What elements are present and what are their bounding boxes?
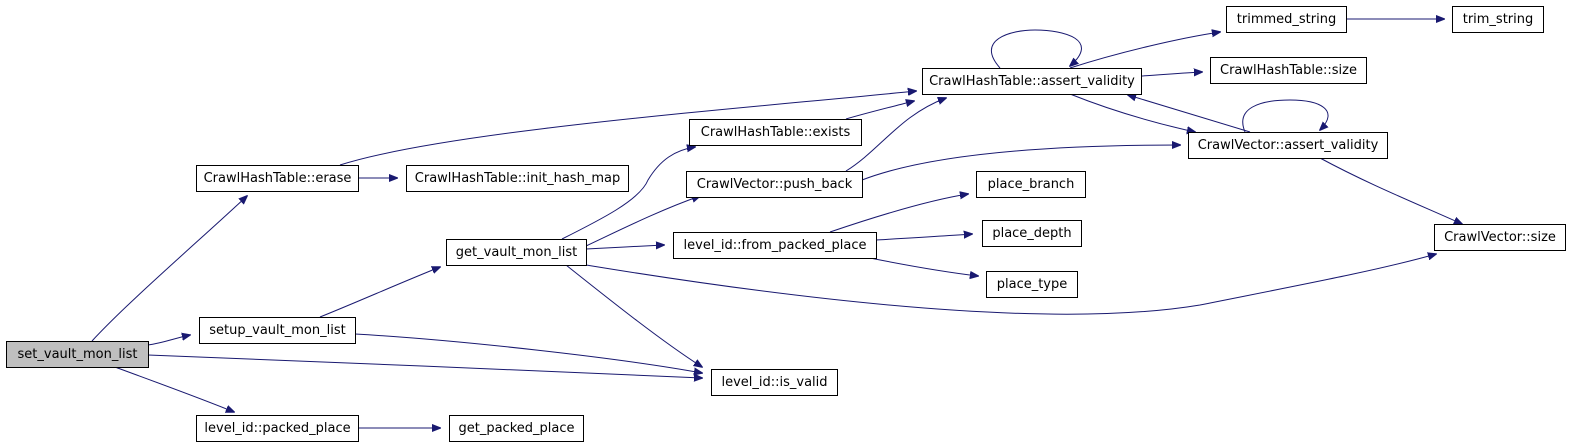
node-vec_push_back[interactable]: CrawlVector::push_back	[686, 171, 863, 198]
node-ht_size[interactable]: CrawlHashTable::size	[1210, 57, 1367, 84]
node-lid_packed_place[interactable]: level_id::packed_place	[196, 415, 359, 442]
node-box	[689, 119, 862, 146]
node-vec_size[interactable]: CrawlVector::size	[1434, 224, 1566, 251]
node-label: place_branch	[988, 177, 1075, 192]
node-label: CrawlHashTable::erase	[204, 171, 352, 186]
edge-get_vault_mon_list-to-lid_is_valid	[565, 264, 702, 367]
node-vec_assert_validity[interactable]: CrawlVector::assert_validity	[1188, 132, 1388, 159]
node-trimmed_string[interactable]: trimmed_string	[1226, 6, 1347, 33]
node-box	[6, 341, 149, 368]
node-label: level_id::packed_place	[204, 421, 350, 436]
node-label: level_id::is_valid	[721, 375, 827, 390]
node-place_type[interactable]: place_type	[986, 271, 1078, 298]
edge-vec_push_back-to-vec_assert_validity	[861, 145, 1180, 181]
node-label: trim_string	[1463, 12, 1534, 27]
node-ht_exists[interactable]: CrawlHashTable::exists	[689, 119, 862, 146]
node-box	[1452, 6, 1544, 33]
node-label: place_depth	[992, 226, 1071, 241]
edge-vec_assert_validity-to-ht_assert_validity	[1128, 95, 1251, 133]
edge-lid_from_packed_place-to-place_branch	[829, 194, 968, 233]
node-get_packed_place[interactable]: get_packed_place	[449, 415, 584, 442]
node-place_depth[interactable]: place_depth	[982, 220, 1082, 247]
node-ht_assert_validity[interactable]: CrawlHashTable::assert_validity	[922, 68, 1142, 95]
node-box	[686, 171, 863, 198]
node-box	[1434, 224, 1566, 251]
node-box	[711, 369, 838, 396]
edge-ht_assert_validity-to-ht_assert_validity	[991, 29, 1082, 69]
node-label: get_vault_mon_list	[456, 245, 577, 260]
node-box	[673, 232, 877, 259]
node-box	[446, 239, 587, 266]
edge-set_vault_mon_list-to-lid_is_valid	[147, 354, 702, 378]
edge-lid_from_packed_place-to-place_type	[869, 257, 978, 276]
edge-set_vault_mon_list-to-lid_packed_place	[114, 366, 234, 412]
node-label: CrawlVector::push_back	[697, 177, 853, 192]
node-label: get_packed_place	[458, 421, 574, 436]
node-lid_from_packed_place[interactable]: level_id::from_packed_place	[673, 232, 877, 259]
edge-setup_vault_mon_list-to-lid_is_valid	[354, 333, 702, 373]
node-lid_is_valid[interactable]: level_id::is_valid	[711, 369, 838, 396]
node-box	[406, 165, 629, 192]
edge-setup_vault_mon_list-to-get_vault_mon_list	[319, 267, 440, 318]
node-box	[1226, 6, 1347, 33]
node-init_hash_map[interactable]: CrawlHashTable::init_hash_map	[406, 165, 629, 192]
node-erase[interactable]: CrawlHashTable::erase	[196, 165, 359, 192]
node-label: CrawlVector::assert_validity	[1198, 138, 1379, 153]
node-label: CrawlHashTable::size	[1220, 63, 1357, 78]
node-label: trimmed_string	[1237, 12, 1336, 27]
node-box	[922, 68, 1142, 95]
node-box	[1210, 57, 1367, 84]
edge-get_vault_mon_list-to-vec_push_back	[585, 196, 700, 247]
node-box	[196, 165, 359, 192]
nodes-layer: set_vault_mon_list CrawlHashTable::erases…	[6, 6, 1566, 442]
node-place_branch[interactable]: place_branch	[976, 171, 1086, 198]
node-set_vault_mon_list[interactable]: set_vault_mon_list	[6, 341, 149, 368]
edge-ht_assert_validity-to-trimmed_string	[1069, 32, 1220, 69]
edge-vec_assert_validity-to-vec_assert_validity	[1242, 99, 1328, 133]
node-label: CrawlHashTable::assert_validity	[929, 74, 1135, 89]
edge-vec_assert_validity-to-vec_size	[1319, 157, 1462, 224]
node-box	[199, 317, 356, 344]
edge-set_vault_mon_list-to-setup_vault_mon_list	[147, 335, 190, 346]
edge-ht_exists-to-ht_assert_validity	[845, 101, 914, 120]
node-box	[1188, 132, 1388, 159]
edge-get_vault_mon_list-to-lid_from_packed_place	[585, 245, 664, 249]
node-label: CrawlHashTable::exists	[701, 125, 851, 140]
node-label: CrawlVector::size	[1444, 230, 1556, 245]
node-box	[982, 220, 1082, 247]
node-setup_vault_mon_list[interactable]: setup_vault_mon_list	[199, 317, 356, 344]
node-label: place_type	[997, 277, 1068, 292]
node-box	[986, 271, 1078, 298]
node-label: CrawlHashTable::init_hash_map	[415, 171, 620, 186]
edges-layer	[91, 19, 1462, 428]
node-label: level_id::from_packed_place	[684, 238, 867, 253]
node-box	[976, 171, 1086, 198]
node-box	[196, 415, 359, 442]
node-label: set_vault_mon_list	[18, 347, 138, 362]
edge-ht_assert_validity-to-ht_size	[1140, 72, 1202, 76]
node-label: setup_vault_mon_list	[209, 323, 345, 338]
edge-set_vault_mon_list-to-erase	[91, 196, 247, 342]
edge-get_vault_mon_list-to-vec_size	[585, 254, 1436, 315]
node-get_vault_mon_list[interactable]: get_vault_mon_list	[446, 239, 587, 266]
edge-ht_assert_validity-to-vec_assert_validity	[1069, 93, 1195, 132]
edge-get_vault_mon_list-to-ht_exists	[561, 147, 695, 240]
node-trim_string[interactable]: trim_string	[1452, 6, 1544, 33]
edge-lid_from_packed_place-to-place_depth	[875, 234, 972, 241]
edge-erase-to-ht_assert_validity	[339, 91, 916, 166]
node-box	[449, 415, 584, 442]
edge-vec_push_back-to-ht_assert_validity	[845, 98, 946, 172]
